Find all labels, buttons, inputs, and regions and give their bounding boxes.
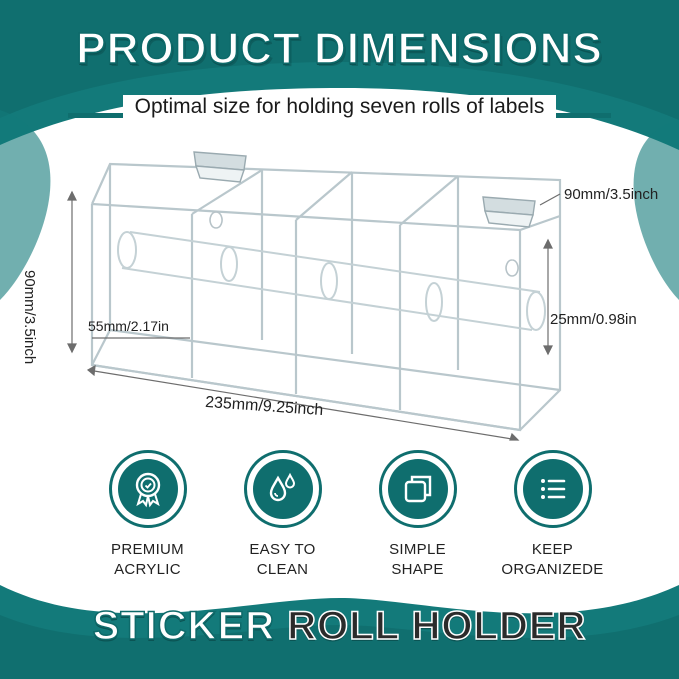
subtitle-bar: Optimal size for holding seven rolls of …: [68, 95, 611, 125]
footer-word-sticker: STICKER: [92, 603, 276, 649]
feature-easy-to-clean: EASY TO CLEAN: [215, 450, 350, 580]
depth-dimension-label: 90mm/3.5inch: [564, 186, 659, 203]
feature-label-line2: SHAPE: [391, 561, 444, 578]
height-dimension-label: 90mm/3.5inch: [21, 270, 38, 365]
tube-dimension-label: 55mm/2.17in: [88, 318, 169, 334]
inner-dimension-label: 25mm/0.98in: [550, 311, 637, 328]
feature-list: PREMIUM ACRYLIC EASY TO CLEAN: [80, 450, 620, 580]
feature-label-line1: SIMPLE: [389, 541, 446, 558]
footer-title: STICKER ROLL HOLDER: [0, 603, 679, 649]
feature-label-line2: ACRYLIC: [114, 561, 181, 578]
feature-label-line2: CLEAN: [256, 561, 309, 578]
water-drops-icon: [252, 459, 313, 519]
page-title: PRODUCT DIMENSIONS: [76, 23, 603, 74]
feature-label-line2: ORGANIZEDE: [501, 561, 604, 578]
subtitle: Optimal size for holding seven rolls of …: [122, 95, 557, 119]
feature-premium-acrylic: PREMIUM ACRYLIC: [80, 450, 215, 580]
feature-label-line1: PREMIUM: [111, 541, 184, 558]
feature-label-line1: EASY TO: [249, 541, 316, 558]
award-badge-icon: [117, 459, 178, 519]
feature-label-line1: KEEP: [531, 541, 574, 558]
footer-word-roll-holder: ROLL HOLDER: [287, 603, 587, 649]
feature-simple-shape: SIMPLE SHAPE: [350, 450, 485, 580]
square-shape-icon: [387, 459, 448, 519]
feature-keep-organized: KEEP ORGANIZEDE: [485, 450, 620, 580]
list-icon: [522, 459, 583, 519]
